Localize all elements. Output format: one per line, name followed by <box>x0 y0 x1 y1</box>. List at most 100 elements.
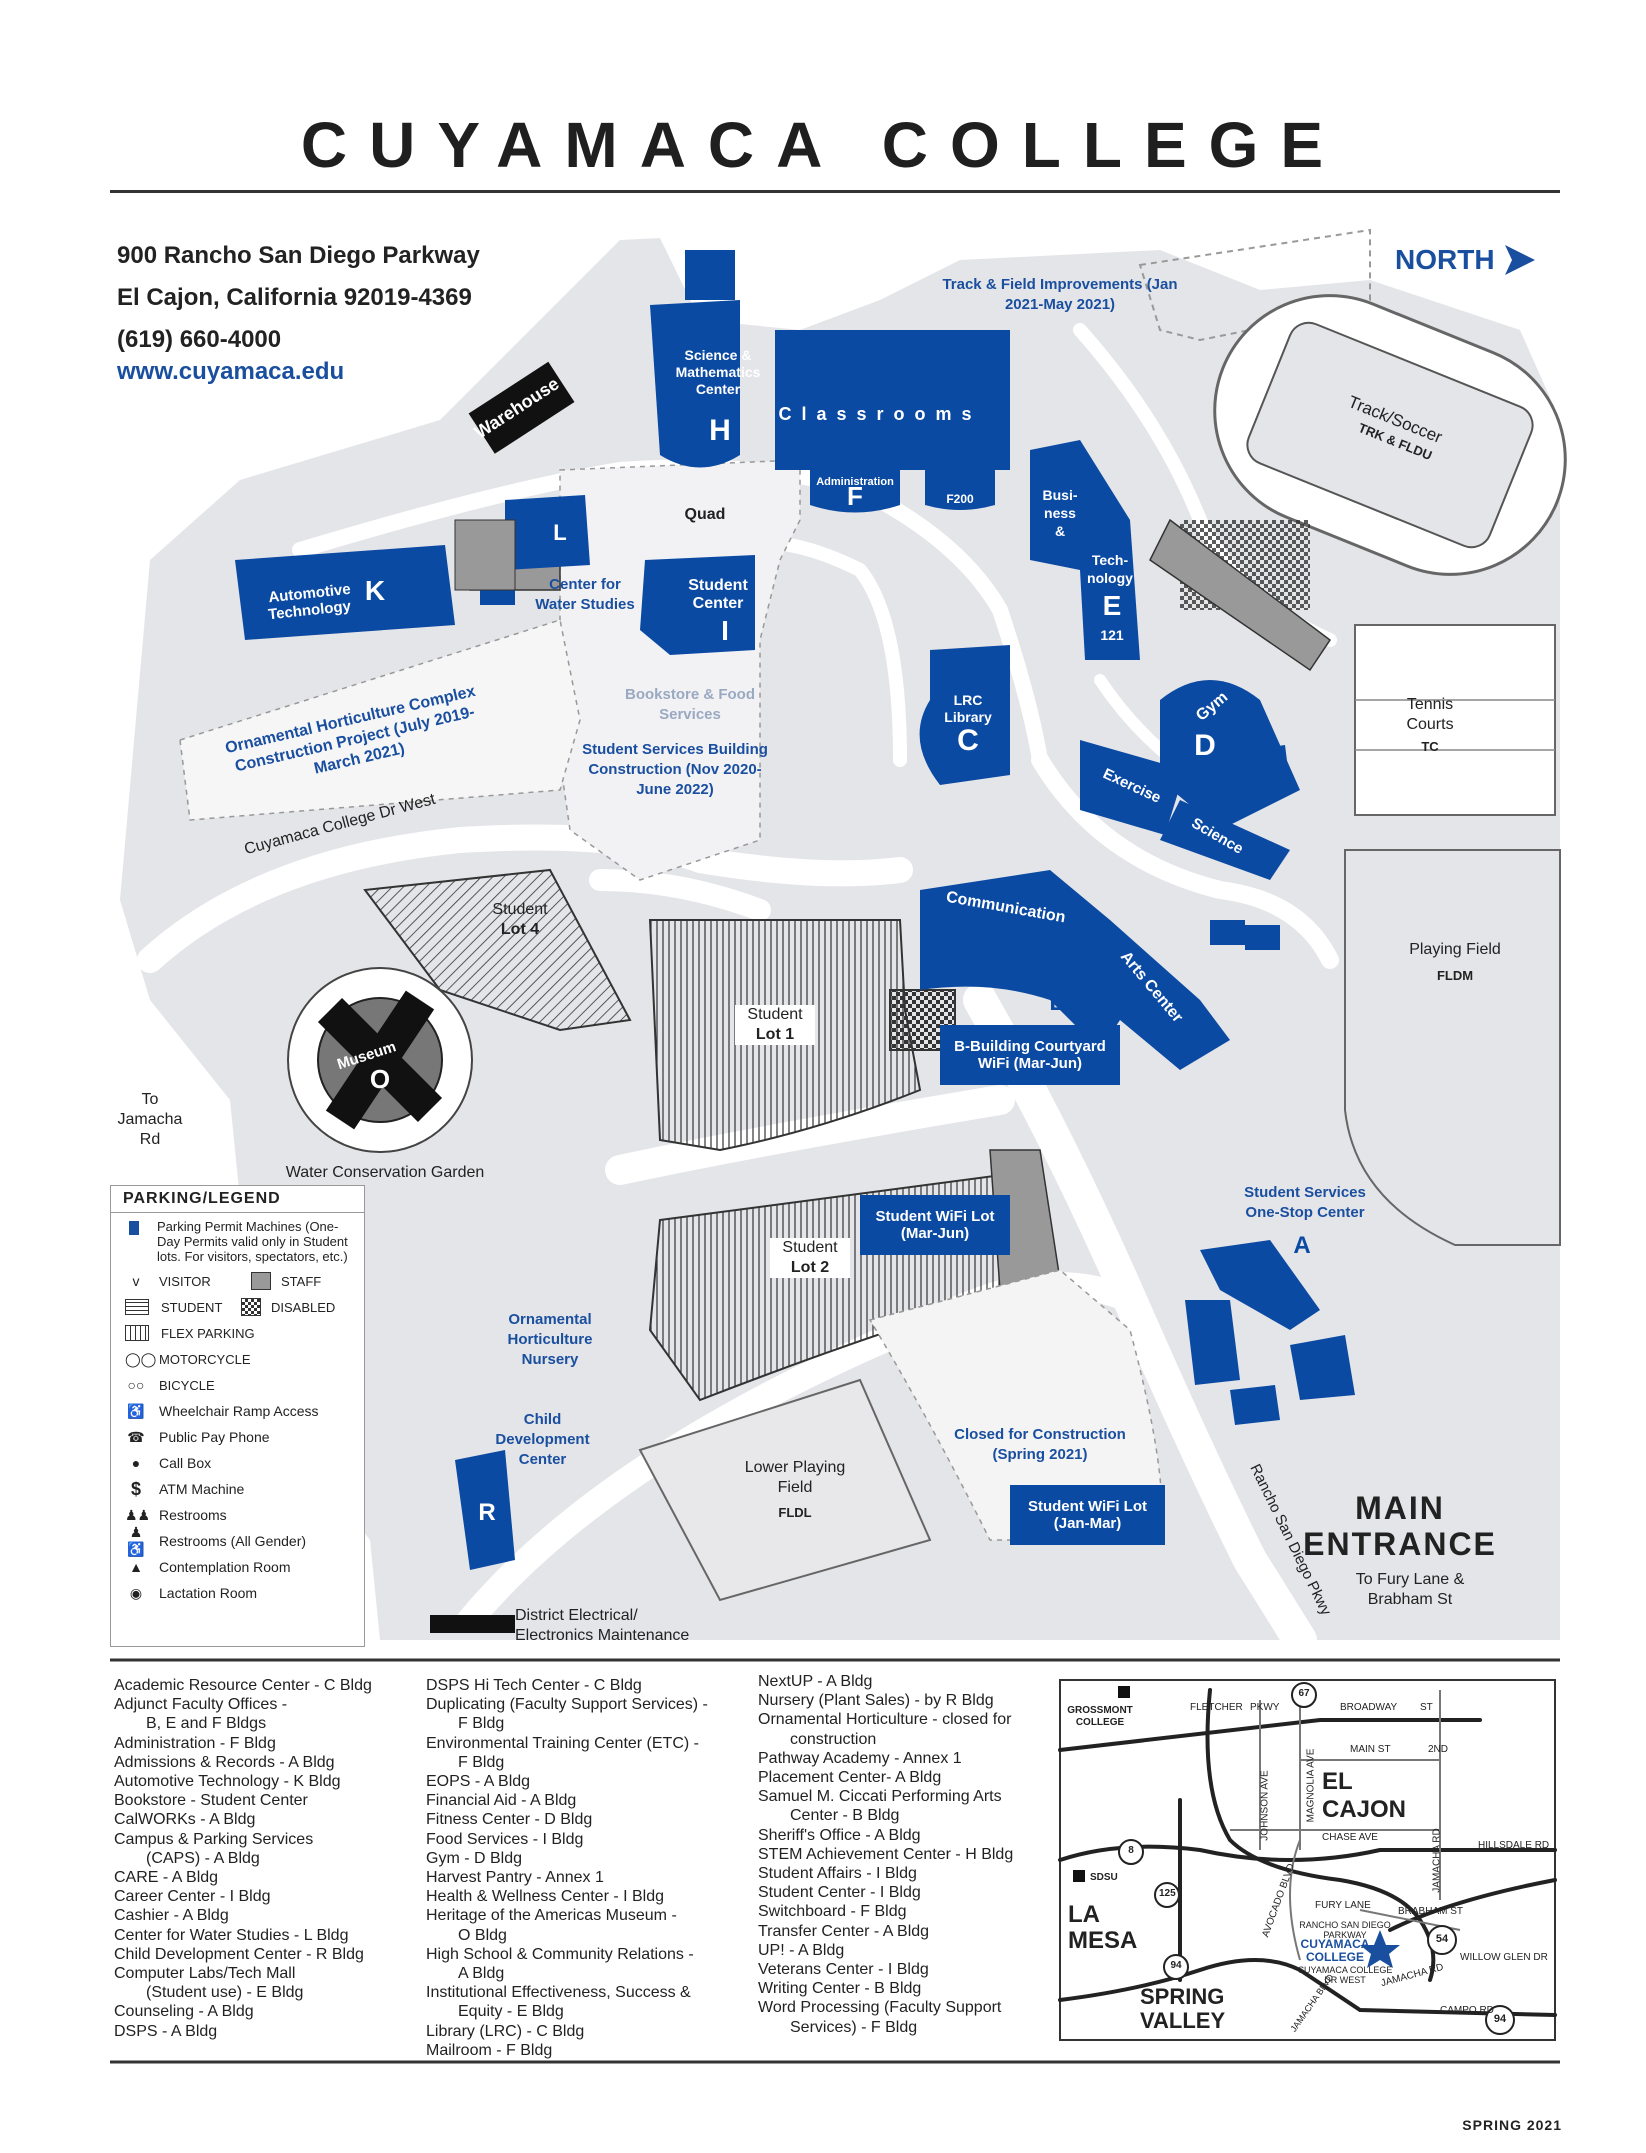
directory-entry: B, E and F Bldgs <box>146 1715 267 1733</box>
building-r <box>455 1450 515 1570</box>
inset-johnson: JOHNSON AVE <box>1259 1770 1271 1841</box>
legend-motorcycle: ◯◯MOTORCYCLE <box>125 1350 251 1367</box>
label-technology: Tech- <box>1092 552 1129 568</box>
bicycle-icon: ○○ <box>127 1377 145 1393</box>
lower-playing-field <box>638 1378 932 1602</box>
label-district: District Electrical/ Electronics Mainten… <box>515 1607 690 1644</box>
letter-b: B <box>1049 989 1066 1016</box>
label-h-3: Center <box>696 381 741 397</box>
directory-entry: Student Affairs - I Bldg <box>758 1865 917 1883</box>
directory-entry: (Student use) - E Bldg <box>146 1984 304 2002</box>
inset-magnolia: MAGNOLIA AVE <box>1305 1748 1317 1823</box>
directory-entry: Harvest Pantry - Annex 1 <box>426 1869 604 1887</box>
letter-a: A <box>1293 1232 1310 1259</box>
building-d <box>1160 680 1300 830</box>
inset-brabham: BRABHAM ST <box>1398 1906 1464 1917</box>
label-h-1: Science & <box>685 347 752 363</box>
address-line1: 900 Rancho San Diego Parkway <box>117 242 480 269</box>
directory-entry: Cashier - A Bldg <box>114 1907 229 1925</box>
motorcycle-icon: ◯◯ <box>125 1350 157 1367</box>
legend-bicycle: ○○BICYCLE <box>111 1372 364 1398</box>
letter-d: D <box>1194 729 1216 762</box>
inset-sdsu: SDSU <box>1090 1872 1118 1883</box>
all-gender-restroom-icon: ♟♿ <box>127 1524 145 1557</box>
route-67: 67 <box>1298 1688 1310 1699</box>
directory-entry: Mailroom - F Bldg <box>426 2041 553 2059</box>
letter-e: E <box>1103 590 1122 621</box>
route-54: 54 <box>1435 1933 1449 1945</box>
label-student-center: Student <box>688 577 748 594</box>
label-lot4-code: Lot 4 <box>500 921 540 938</box>
directory-entry: Adjunct Faculty Offices - <box>114 1696 288 1714</box>
label-one-stop: Student Services One-Stop Center <box>1244 1184 1366 1221</box>
directory-entry: (CAPS) - A Bldg <box>146 1849 260 1867</box>
legend-callbox: ●Call Box <box>111 1450 364 1476</box>
inset-labels: GROSSMONT COLLEGE SDSU LA MESA EL CAJON … <box>1060 1680 1555 2040</box>
callbox-icon: ● <box>131 1455 141 1471</box>
directory-entry: Samuel M. Ciccati Performing Arts <box>758 1788 1002 1806</box>
directory-entry: CalWORKs - A Bldg <box>114 1811 256 1829</box>
inset-rancho: RANCHO SAN DIEGO PARKWAY <box>1299 1920 1391 1940</box>
building-b <box>920 870 1230 1070</box>
directory-entry: Financial Aid - A Bldg <box>426 1792 577 1810</box>
edition-label: SPRING 2021 <box>1462 2117 1562 2133</box>
north-arrow-icon <box>1505 245 1535 275</box>
website-link[interactable]: www.cuyamaca.edu <box>117 358 345 385</box>
permit-machine-icon <box>129 1221 139 1235</box>
legend-contemplation: ▲Contemplation Room <box>111 1554 364 1580</box>
svg-text:ness: ness <box>1044 505 1076 521</box>
directory-entry: NextUP - A Bldg <box>758 1673 873 1690</box>
building-classrooms <box>775 330 1010 470</box>
inset-grossmont: GROSSMONT COLLEGE <box>1067 1705 1133 1728</box>
label-h-2: Mathematics <box>676 364 761 380</box>
label-business: Busi- <box>1043 487 1078 503</box>
directory-entry: Center for Water Studies - L Bldg <box>114 1926 349 1944</box>
directory-entry: Heritage of the Americas Museum - <box>426 1907 677 1925</box>
legend-flex: FLEX PARKING <box>111 1320 364 1346</box>
inset-locator-map <box>1058 1679 1557 2041</box>
track-soccer <box>1213 294 1567 576</box>
label-lot2-code: Lot 2 <box>770 1258 850 1278</box>
inset-pkwy: PKWY <box>1250 1702 1280 1713</box>
label-lower-field: Lower Playing Field <box>744 1459 846 1496</box>
letter-l: L <box>553 520 566 545</box>
track-improvement-zone <box>1138 228 1371 342</box>
building-e <box>1030 440 1140 660</box>
lot2-wifi: Student WiFi Lot (Mar-Jun) <box>860 1195 1010 1255</box>
label-quad: Quad <box>684 506 726 523</box>
label-tennis-code: TC <box>1421 739 1439 754</box>
label-lower-field-code: FLDL <box>778 1505 812 1520</box>
inset-broadway: BROADWAY <box>1340 1702 1398 1713</box>
directory-entry: Campus & Parking Services <box>114 1830 314 1848</box>
legend-student-disabled: STUDENT DISABLED <box>111 1294 364 1320</box>
title-rule <box>110 190 1560 193</box>
lot1-disabled-parking <box>889 989 956 1051</box>
directory-entry: Institutional Effectiveness, Success & <box>426 1984 691 2002</box>
directory-entry: Academic Resource Center - C Bldg <box>114 1677 372 1694</box>
route-94b: 94 <box>1493 2013 1507 2025</box>
directory-entry: F Bldg <box>458 1715 505 1733</box>
building-h <box>650 300 740 468</box>
label-closed: Closed for Construction (Spring 2021) <box>954 1426 1126 1463</box>
atm-icon: $ <box>130 1478 141 1499</box>
inset-fury: FURY LANE <box>1315 1900 1371 1911</box>
student-lot-4 <box>363 868 632 1032</box>
phone-icon: ☎ <box>127 1428 145 1445</box>
label-lot2: Student <box>770 1238 850 1258</box>
directory-entry: Sheriff's Office - A Bldg <box>758 1826 921 1844</box>
label-student-services-construction: Student Services Building Construction (… <box>582 741 768 798</box>
letter-h: H <box>709 414 731 447</box>
student-swatch-icon <box>125 1299 149 1315</box>
building-c <box>919 645 1010 785</box>
letter-o: O <box>370 1064 390 1094</box>
flex-swatch-icon <box>125 1325 149 1341</box>
inset-spring-valley: SPRING VALLEY <box>1140 1984 1226 2033</box>
directory-entry: Switchboard - F Bldg <box>758 1903 907 1921</box>
building-d-exercise <box>1080 740 1185 835</box>
label-water-garden: Water Conservation Garden <box>285 1164 485 1181</box>
route-125: 125 <box>1159 1888 1176 1899</box>
directory-entry: CARE - A Bldg <box>114 1869 219 1887</box>
label-to-jamacha: To Jamacha Rd <box>117 1091 183 1148</box>
